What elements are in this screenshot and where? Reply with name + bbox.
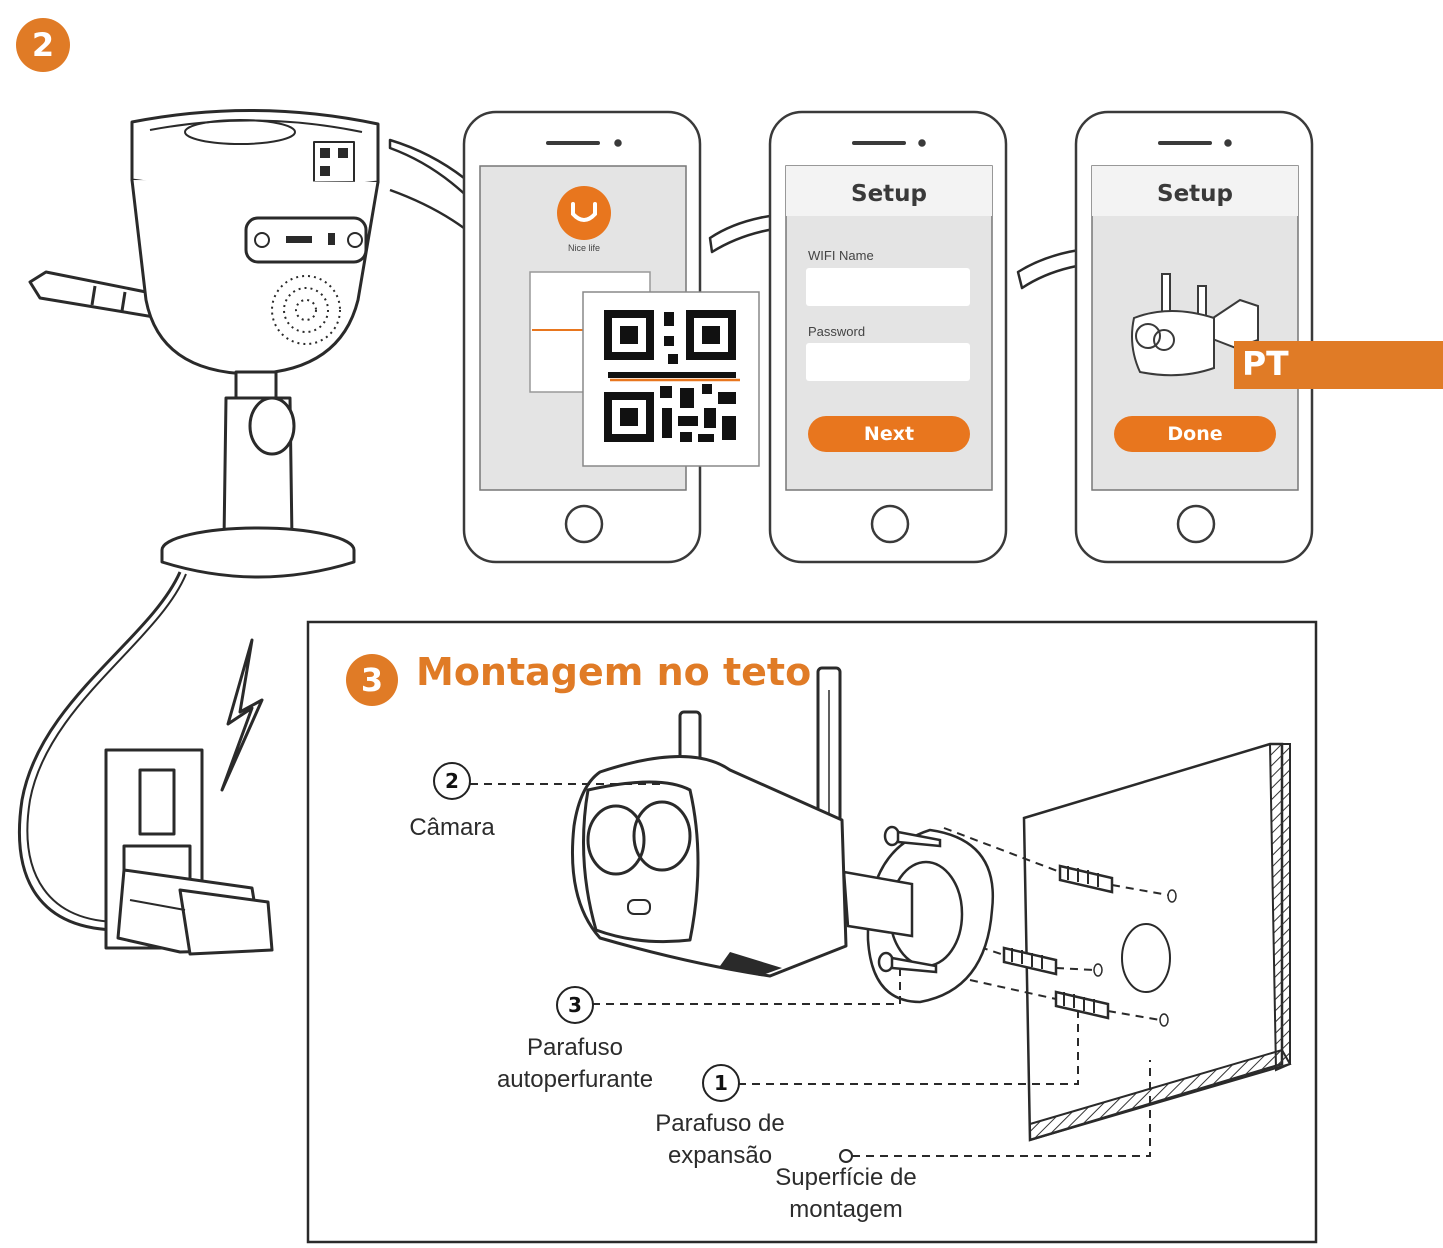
wall-panel	[1022, 742, 1292, 1142]
surface-label-line2: montagem	[789, 1196, 903, 1223]
mounting-title: Montagem no teto	[416, 650, 812, 694]
callout-3-label-line2: autoperfurante	[496, 1066, 654, 1093]
language-tab: PT	[1234, 341, 1443, 389]
next-button[interactable]: Next	[808, 416, 970, 452]
callout-1-label-line1: Parafuso de	[655, 1110, 785, 1137]
callout-3-label-line1: Parafuso	[526, 1034, 624, 1061]
done-camera-drawing	[1131, 273, 1259, 377]
password-label: Password	[808, 324, 866, 339]
power-bolt-icon	[220, 638, 264, 792]
bullet-camera-drawing	[17, 109, 380, 932]
phone-2	[768, 110, 1008, 564]
callout-1-label-line2: expansão	[667, 1142, 773, 1169]
callout-2-number: 2	[433, 762, 471, 800]
step-3-badge: 3	[346, 654, 398, 706]
self-tapping-screws	[877, 825, 942, 974]
password-input[interactable]	[806, 343, 970, 381]
surface-label-line1: Superfície de	[775, 1164, 917, 1191]
expansion-anchors	[1002, 864, 1114, 1020]
callout-1-number: 1	[702, 1064, 740, 1102]
app-logo-icon	[557, 186, 611, 240]
power-outlet-drawing	[104, 748, 274, 956]
app-logo-caption: Nice life	[567, 243, 600, 253]
setup-title-wifi: Setup	[851, 181, 927, 207]
wifi-name-label: WIFI Name	[808, 248, 874, 263]
setup-title-done: Setup	[1157, 181, 1233, 207]
done-button[interactable]: Done	[1114, 416, 1276, 452]
mount-bracket	[842, 828, 995, 1004]
qr-code-icon	[582, 291, 760, 467]
wifi-name-input[interactable]	[806, 268, 970, 306]
mounting-section-frame	[306, 620, 1318, 1244]
callout-3-number: 3	[556, 986, 594, 1024]
language-tab-label: PT	[1242, 344, 1289, 383]
callout-leaders	[470, 783, 1151, 1157]
callout-2-label: Câmara	[409, 814, 495, 841]
step-2-badge: 2	[16, 18, 70, 72]
mounted-camera-drawing	[571, 666, 848, 978]
